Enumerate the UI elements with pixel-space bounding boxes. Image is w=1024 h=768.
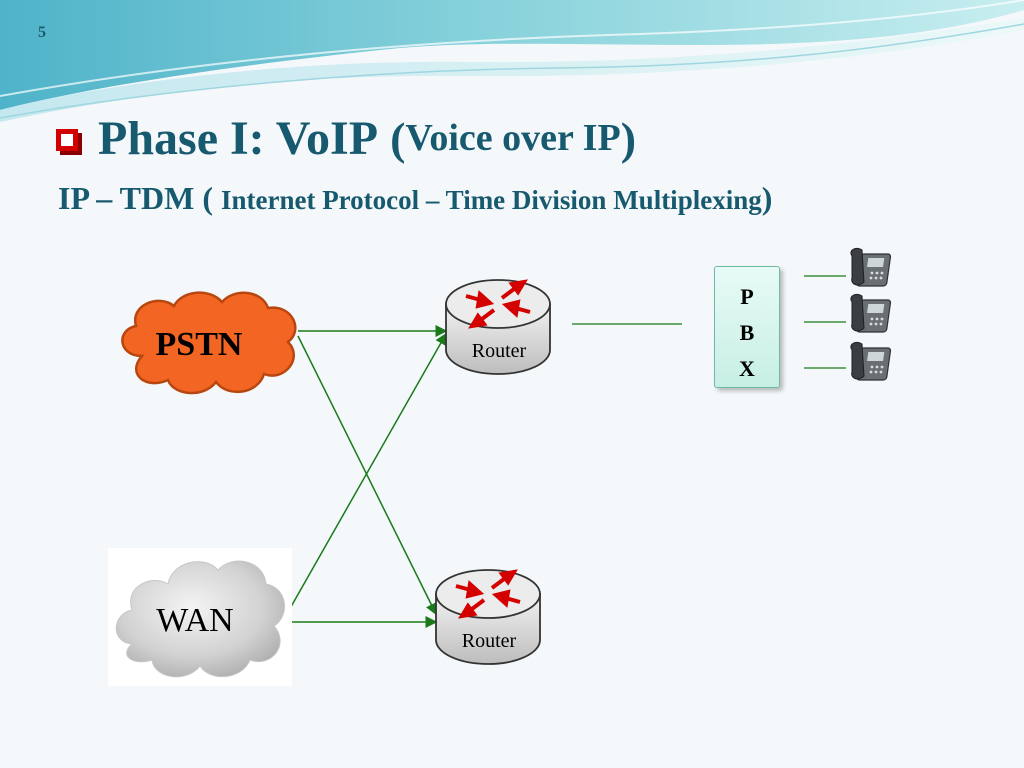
square-bullet-icon <box>56 129 78 151</box>
ip-phone-icon <box>850 341 892 381</box>
title-main: Phase I: VoIP <box>98 111 379 165</box>
router-icon <box>445 279 551 375</box>
pbx-letter: B <box>739 320 755 345</box>
link-wan-router-top <box>287 332 447 613</box>
pbx-letter: X <box>739 356 755 381</box>
subtitle-main: IP – TDM ( <box>58 180 221 216</box>
header-wave-decoration <box>0 0 1024 122</box>
pbx-letter: P <box>740 284 754 309</box>
pstn-label: PSTN <box>155 326 243 363</box>
wan-label: WAN <box>156 602 234 639</box>
pbx-box: P B X <box>714 266 780 388</box>
router-top-label: Router <box>471 340 527 362</box>
title-paren-close: ) <box>620 112 637 164</box>
link-pstn-router-bottom <box>297 335 437 616</box>
cloud-grey-icon <box>108 548 292 686</box>
slide-number: 5 <box>38 24 46 41</box>
title-sub: Voice over IP <box>405 117 621 159</box>
ip-phone-icon <box>850 293 892 333</box>
slide-subtitle: IP – TDM ( Internet Protocol – Time Divi… <box>58 180 772 217</box>
ip-phone-icon <box>850 247 892 287</box>
subtitle-close: ) <box>761 180 773 216</box>
router-icon <box>435 569 541 665</box>
title-paren-open: ( <box>390 112 406 164</box>
slide-title: Phase I: VoIP ( Voice over IP ) <box>56 108 636 168</box>
router-bottom-label: Router <box>461 630 517 652</box>
subtitle-detail: Internet Protocol – Time Division Multip… <box>220 185 762 215</box>
cloud-orange-icon <box>121 291 297 395</box>
